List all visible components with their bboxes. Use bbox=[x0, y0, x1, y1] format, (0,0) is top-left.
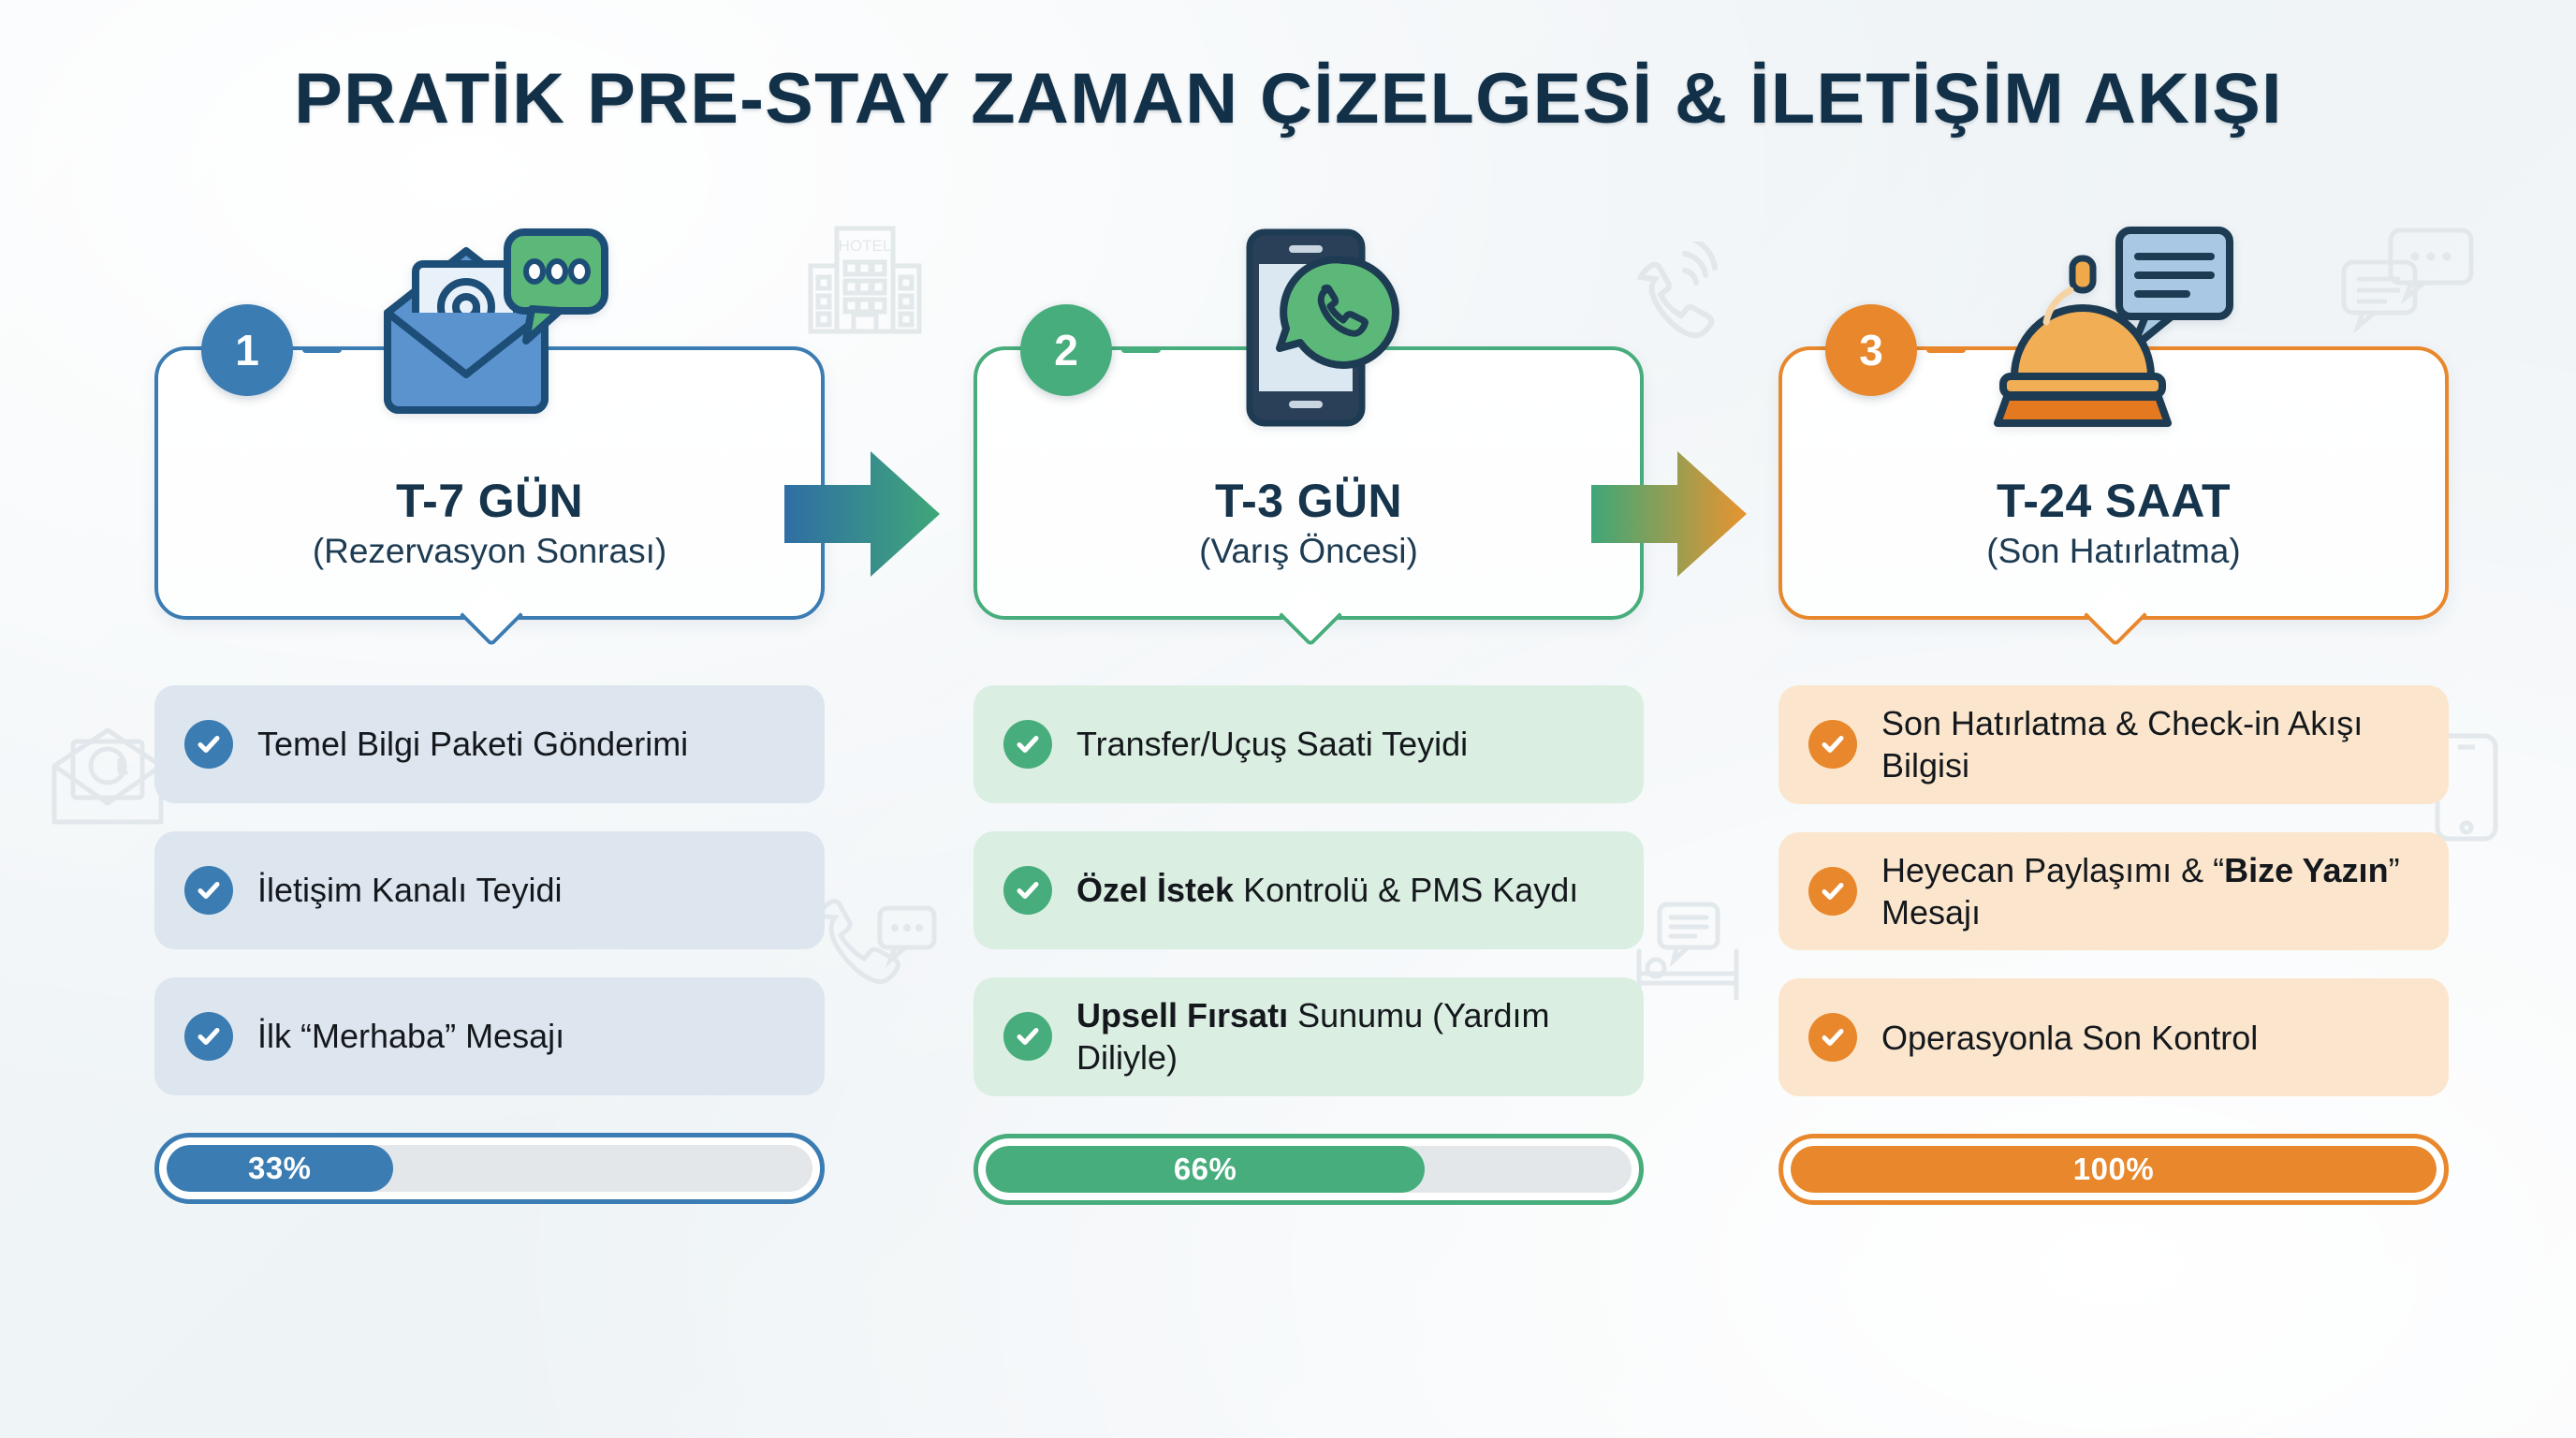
progress-fill-3: 100% bbox=[1791, 1146, 2437, 1194]
stage-title-3: T-24 SAAT bbox=[1997, 474, 2231, 527]
stage-badge-2: 2 bbox=[1020, 304, 1112, 396]
stage-items-1: Temel Bilgi Paketi Gönderimi İletişim Ka… bbox=[154, 685, 825, 1095]
stage-card-2[interactable]: 2 T-3 GÜN (Varış bbox=[973, 228, 1644, 620]
stage-column-2: 2 T-3 GÜN (Varış bbox=[973, 228, 1644, 1205]
stage-items-2: Transfer/Uçuş Saati Teyidi Özel İstek Ko… bbox=[973, 685, 1644, 1096]
check-icon bbox=[1808, 1013, 1857, 1063]
check-icon bbox=[1003, 720, 1052, 769]
list-item-emphasis: Özel İstek bbox=[1076, 871, 1235, 910]
list-item-emphasis: Bize Yazın bbox=[2224, 850, 2389, 889]
phone-whatsapp-icon bbox=[1201, 227, 1416, 431]
list-item[interactable]: Son Hatırlatma & Check-in Akışı Bilgisi bbox=[1778, 685, 2449, 804]
check-icon bbox=[1003, 866, 1052, 915]
list-item-label: Heyecan Paylaşımı & “Bize Yazın” Mesajı bbox=[1881, 850, 2400, 932]
list-item[interactable]: Transfer/Uçuş Saati Teyidi bbox=[973, 685, 1644, 803]
progress-label-1: 33% bbox=[247, 1151, 312, 1185]
title-bar: PRATİK PRE-STAY ZAMAN ÇİZELGESİ & İLETİŞ… bbox=[0, 58, 2576, 139]
list-item-label: İlk “Merhaba” Mesajı bbox=[257, 1017, 565, 1056]
stage-title-2: T-3 GÜN bbox=[1214, 474, 1403, 527]
progress-bar-3[interactable]: 100% bbox=[1778, 1134, 2449, 1206]
progress-fill-1: 33% bbox=[167, 1145, 393, 1192]
stage-label-2: T-3 GÜN (Varış Öncesi) bbox=[977, 477, 1640, 571]
list-item-label: Son Hatırlatma & Check-in Akışı Bilgisi bbox=[1881, 704, 2364, 785]
arrow-stage2-to-stage3 bbox=[1591, 444, 1749, 584]
list-item-emphasis: Upsell Fırsatı bbox=[1076, 996, 1289, 1034]
stage-column-1: 1 bbox=[154, 228, 825, 1204]
arrow-stage1-to-stage2 bbox=[784, 444, 942, 584]
badge-connector-dash-3 bbox=[1926, 346, 1966, 353]
stage-card-3[interactable]: 3 bbox=[1778, 227, 2449, 620]
list-item[interactable]: Özel İstek Kontrolü & PMS Kaydı bbox=[973, 831, 1644, 949]
progress-track-1: 33% bbox=[167, 1145, 812, 1192]
progress-track-2: 66% bbox=[986, 1145, 1632, 1193]
list-item[interactable]: Upsell Fırsatı Sunumu (Yardım Diliyle) bbox=[973, 977, 1644, 1096]
stage-badge-1: 1 bbox=[201, 304, 293, 396]
progress-label-2: 66% bbox=[1173, 1151, 1237, 1186]
list-item[interactable]: Temel Bilgi Paketi Gönderimi bbox=[154, 685, 825, 803]
stage-card-1[interactable]: 1 bbox=[154, 228, 825, 620]
list-item-label: İletişim Kanalı Teyidi bbox=[257, 871, 563, 910]
list-item-label: Upsell Fırsatı Sunumu (Yardım Diliyle) bbox=[1076, 996, 1550, 1078]
badge-connector-dash-1 bbox=[302, 346, 342, 353]
check-icon bbox=[1808, 720, 1857, 770]
progress-bar-1[interactable]: 33% bbox=[154, 1133, 825, 1204]
stage-items-3: Son Hatırlatma & Check-in Akışı Bilgisi … bbox=[1778, 685, 2449, 1097]
check-icon bbox=[184, 720, 233, 769]
progress-track-3: 100% bbox=[1791, 1146, 2437, 1194]
progress-fill-2: 66% bbox=[986, 1145, 1426, 1193]
stage-title-1: T-7 GÜN bbox=[395, 474, 584, 527]
progress-label-3: 100% bbox=[2072, 1152, 2155, 1187]
stage-subtitle-3: (Son Hatırlatma) bbox=[1986, 532, 2241, 571]
progress-bar-2[interactable]: 66% bbox=[973, 1133, 1644, 1205]
page-title: PRATİK PRE-STAY ZAMAN ÇİZELGESİ & İLETİŞ… bbox=[293, 59, 2283, 139]
list-item[interactable]: İletişim Kanalı Teyidi bbox=[154, 831, 825, 949]
stage-column-3: 3 bbox=[1778, 227, 2449, 1206]
list-item-label: Temel Bilgi Paketi Gönderimi bbox=[257, 725, 689, 764]
check-icon bbox=[184, 866, 233, 915]
stage-subtitle-1: (Rezervasyon Sonrası) bbox=[312, 532, 667, 571]
stage-subtitle-2: (Varış Öncesi) bbox=[1199, 532, 1418, 571]
service-bell-chat-icon bbox=[1992, 227, 2235, 431]
stage-badge-3: 3 bbox=[1825, 304, 1917, 396]
check-icon bbox=[1003, 1012, 1052, 1062]
list-item[interactable]: İlk “Merhaba” Mesajı bbox=[154, 977, 825, 1095]
envelope-at-chat-icon bbox=[367, 227, 612, 431]
list-item[interactable]: Heyecan Paylaşımı & “Bize Yazın” Mesajı bbox=[1778, 831, 2449, 951]
list-item-label: Operasyonla Son Kontrol bbox=[1881, 1018, 2259, 1057]
stage-label-1: T-7 GÜN (Rezervasyon Sonrası) bbox=[158, 477, 821, 571]
check-icon bbox=[1808, 867, 1857, 917]
stage-label-3: T-24 SAAT (Son Hatırlatma) bbox=[1782, 477, 2445, 571]
list-item[interactable]: Operasyonla Son Kontrol bbox=[1778, 978, 2449, 1097]
list-item-label: Transfer/Uçuş Saati Teyidi bbox=[1076, 725, 1469, 764]
badge-connector-dash-2 bbox=[1121, 346, 1161, 353]
check-icon bbox=[184, 1012, 233, 1061]
list-item-label: Özel İstek Kontrolü & PMS Kaydı bbox=[1076, 871, 1579, 910]
